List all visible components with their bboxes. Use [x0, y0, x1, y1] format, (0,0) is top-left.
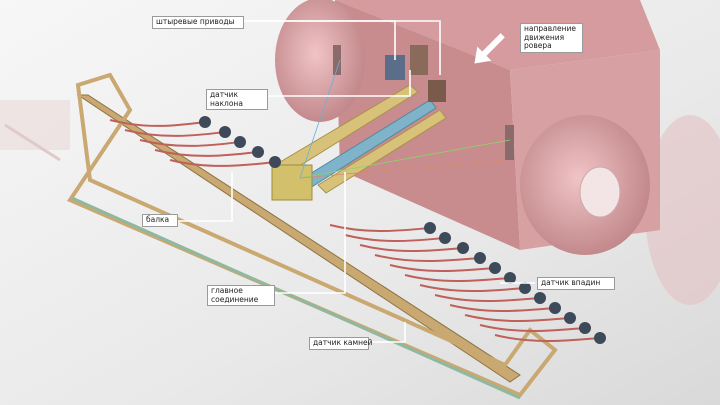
tether-lines [299, 59, 511, 179]
travel-direction-label: направление движения ровера [520, 23, 583, 53]
main-beam [67, 72, 558, 400]
tines [109, 119, 601, 343]
stone-sensor-label: датчик камней [309, 337, 373, 350]
pin-drives-label: штыревые приводы [152, 16, 244, 29]
actuators [385, 45, 446, 102]
pit-sensor-label: датчик впадин [537, 277, 615, 290]
leader-lines [172, 20, 535, 343]
tilt-sensor-label: датчик наклона [206, 89, 268, 110]
ghost-wheel-right [645, 115, 720, 305]
beam-label: балка [142, 214, 178, 227]
sensor-discs [199, 116, 606, 344]
body-bracket-left [333, 45, 341, 75]
rear-wheel [275, 0, 365, 122]
body-bracket-right [505, 125, 514, 160]
front-wheel [520, 115, 650, 255]
direction-arrow-icon [474, 33, 505, 64]
ghost-left [0, 100, 70, 162]
main-joint-label: главное соединение [207, 285, 275, 306]
tow-arms [271, 84, 447, 201]
